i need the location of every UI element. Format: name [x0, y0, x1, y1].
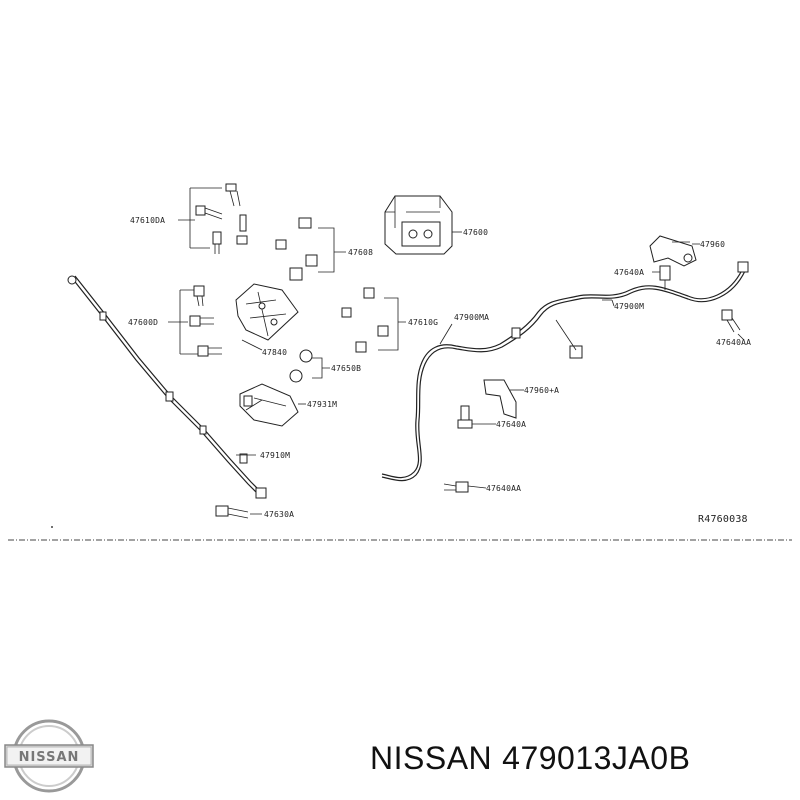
diagram-mark	[51, 526, 53, 528]
callout-47630A: 47630A	[264, 510, 294, 519]
callout-47840: 47840	[262, 348, 287, 357]
sensor-module-47931M	[239, 383, 306, 427]
callout-47900M: 47900M	[614, 302, 644, 311]
callout-47640A-top: 47640A	[614, 268, 644, 277]
callout-47960A: 47960+A	[524, 386, 559, 395]
wiring-harness-47900	[381, 261, 749, 482]
callout-47640AA-bottom: 47640AA	[486, 484, 521, 493]
abs-actuator-47600	[384, 195, 462, 255]
bolt-47640AA-bottom	[443, 481, 487, 493]
bolt-group-47600D	[168, 285, 222, 357]
callout-47931M: 47931M	[307, 400, 337, 409]
sensor-cable-47910M	[67, 275, 267, 499]
callout-47900MA: 47900MA	[454, 313, 489, 322]
bolt-47630A	[215, 505, 262, 519]
clip-group-47610G	[341, 287, 406, 353]
bolt-47640AA-right	[721, 309, 745, 341]
callout-47960: 47960	[700, 240, 725, 249]
bracket-47960A	[483, 379, 524, 419]
callout-47910M: 47910M	[260, 451, 290, 460]
bracket-47960	[649, 235, 700, 267]
callout-47610DA: 47610DA	[130, 216, 165, 225]
part-number: 479013JA0B	[502, 740, 691, 776]
callout-47600D: 47600D	[128, 318, 158, 327]
wheel-sensor-47640A-mid	[457, 405, 496, 429]
nissan-logo: NISSAN	[4, 719, 94, 793]
callout-47640AA-right: 47640AA	[716, 338, 751, 347]
callout-47650B: 47650B	[331, 364, 361, 373]
brand-name: NISSAN	[370, 740, 493, 776]
callout-47608: 47608	[348, 248, 373, 257]
bracket-47840	[235, 283, 299, 351]
callout-47640A-mid: 47640A	[496, 420, 526, 429]
grommet-group-47608	[275, 217, 346, 281]
grommet-group-47650B	[289, 349, 330, 383]
bolt-group-47610DA	[178, 183, 248, 254]
wheel-sensor-47640A-top	[652, 265, 671, 290]
diagram-reference-code: R4760038	[698, 514, 748, 525]
svg-text:NISSAN: NISSAN	[19, 750, 80, 765]
callout-47610G: 47610G	[408, 318, 438, 327]
callout-47600: 47600	[463, 228, 488, 237]
